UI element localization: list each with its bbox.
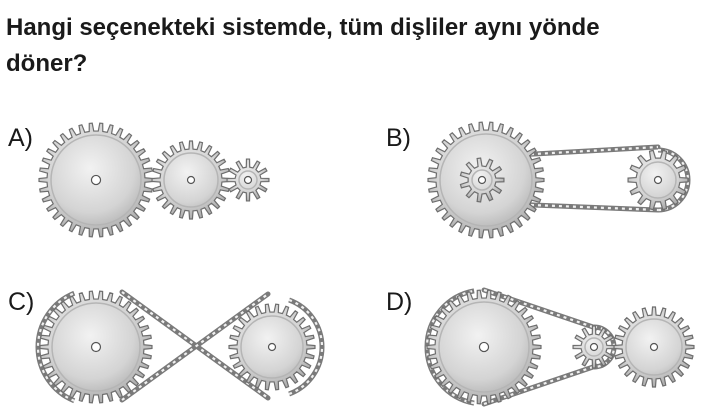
option-c-chain-left — [35, 290, 76, 404]
option-c-gear-large — [39, 290, 153, 404]
gears-layer — [38, 121, 695, 405]
option-a-gear-large — [38, 122, 154, 238]
option-d-label[interactable]: D) — [386, 288, 413, 316]
option-d-chain-bottom — [481, 363, 599, 407]
option-c-label[interactable]: C) — [8, 288, 35, 316]
option-c-gear-medium — [228, 303, 316, 391]
option-d-gear-small — [572, 325, 616, 369]
option-b-gear-small — [627, 149, 689, 211]
option-c-chain-right — [288, 297, 325, 397]
option-d-chain-top — [481, 287, 599, 331]
option-c-chain-cross-2 — [119, 291, 271, 403]
option-b-gear-small-inner — [459, 157, 505, 203]
question-line-1: Hangi seçenekteki sistemde, tüm dişliler… — [6, 14, 600, 41]
option-d-gear-large — [426, 289, 542, 405]
option-d-gear-medium — [613, 306, 695, 388]
question-line-2: döner? — [6, 50, 88, 77]
option-a-label[interactable]: A) — [8, 124, 33, 152]
question-text: Hangi seçenekteki sistemde, tüm dişliler… — [6, 10, 706, 82]
option-a-gear-small — [226, 158, 270, 202]
option-b-label[interactable]: B) — [386, 124, 411, 152]
option-a-gear-medium — [151, 140, 231, 220]
